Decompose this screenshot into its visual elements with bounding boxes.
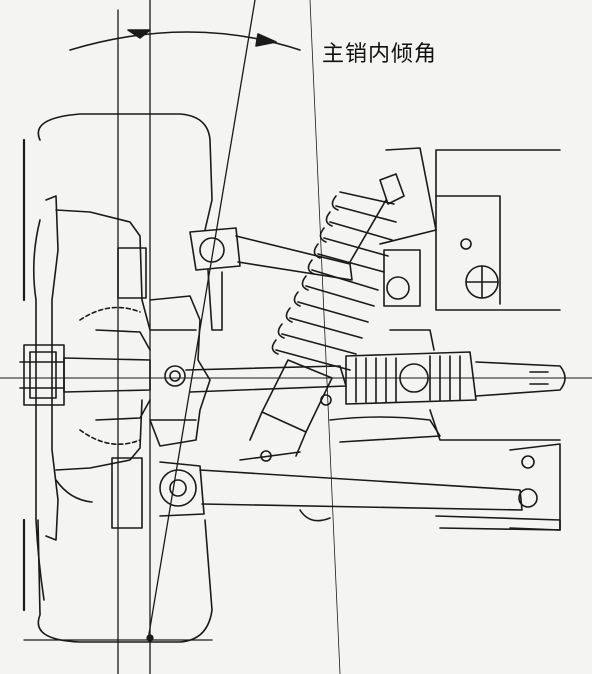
steering-rack	[185, 329, 566, 405]
kingpin-axis	[147, 0, 256, 641]
arc-arrow-right	[255, 33, 277, 47]
wheel-rim	[19, 195, 151, 541]
upper-control-arm	[189, 227, 421, 331]
coil-spring	[271, 191, 397, 371]
body-frame	[239, 149, 561, 531]
tyre	[22, 113, 213, 643]
kingpin-inclination-label: 主销内倾角	[322, 42, 438, 67]
shock-absorber	[249, 147, 437, 457]
arc-arrow-left	[127, 29, 151, 39]
steering-knuckle	[149, 295, 211, 447]
lower-control-arm	[159, 416, 561, 531]
inclination-angle-arc	[69, 29, 301, 51]
